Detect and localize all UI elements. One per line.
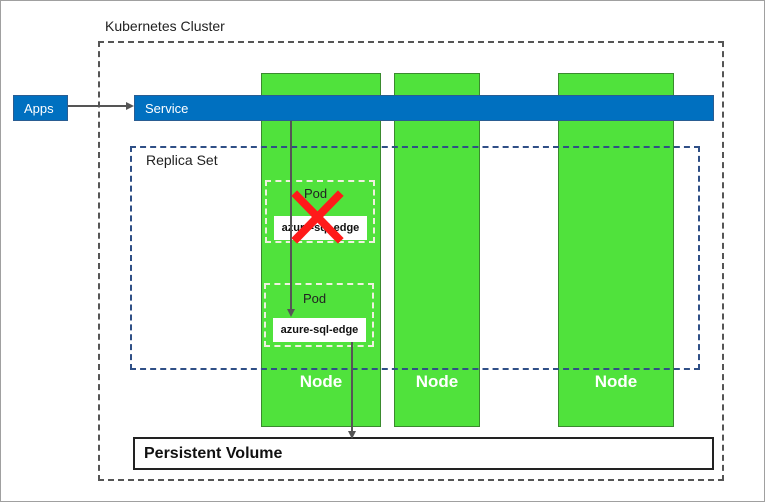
pod-running-label: Pod (303, 291, 327, 306)
pod-failed-label: Pod (304, 186, 328, 201)
kubernetes-cluster (98, 41, 724, 481)
container-running: azure-sql-edge (273, 318, 366, 342)
apps-box: Apps (13, 95, 68, 121)
apps-label: Apps (24, 101, 54, 116)
container-running-label: azure-sql-edge (280, 324, 359, 336)
service-label: Service (145, 101, 189, 116)
node-3-label: Node (594, 372, 638, 391)
cluster-label: Kubernetes Cluster (105, 18, 225, 34)
node-1-label: Node (299, 372, 343, 391)
replica-set-label: Replica Set (146, 152, 218, 168)
persistent-volume: Persistent Volume (133, 437, 714, 470)
pod-failed (265, 180, 375, 243)
replica-set (130, 146, 700, 370)
persistent-volume-label: Persistent Volume (144, 445, 283, 462)
pod-running (264, 283, 374, 347)
node-2-label: Node (415, 372, 459, 391)
service-bar: Service (134, 95, 714, 121)
failure-cross-icon (291, 190, 344, 244)
